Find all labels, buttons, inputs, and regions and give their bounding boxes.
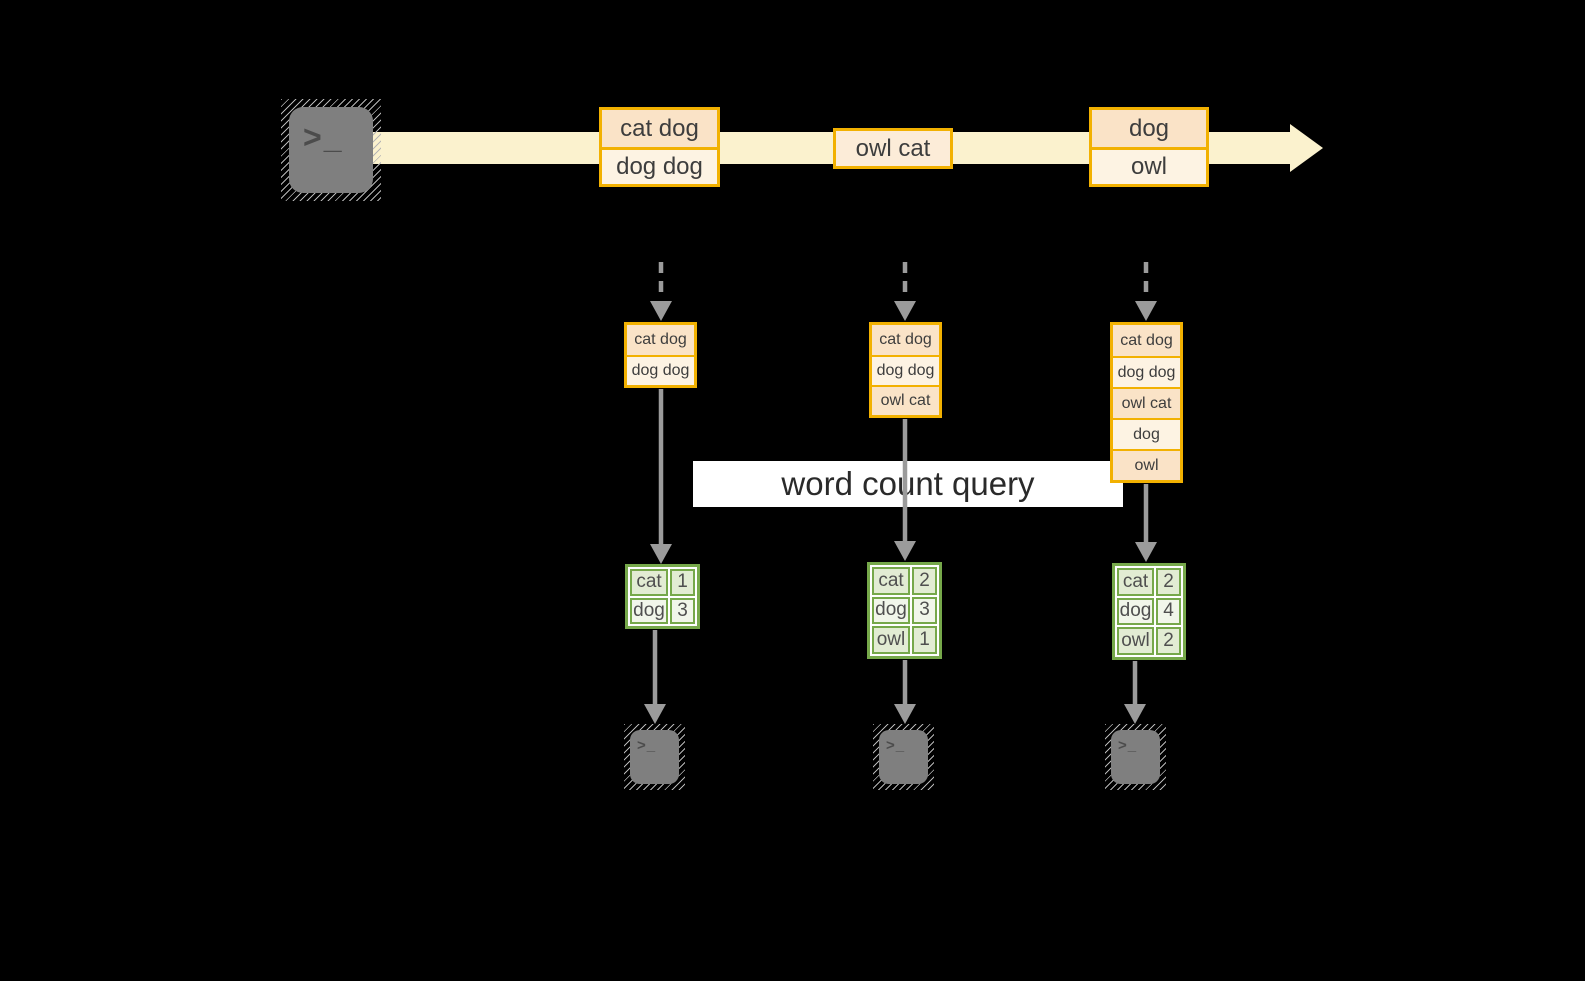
count-word-cell: dog: [1117, 597, 1154, 626]
terminal-prompt-icon: >_: [637, 737, 657, 754]
count-word-cell: cat: [1117, 568, 1154, 596]
stream-event-line: owl: [1092, 147, 1206, 184]
count-value-cell: 2: [1156, 627, 1181, 655]
count-value-cell: 2: [912, 567, 937, 595]
terminal-screen: >_: [630, 730, 679, 784]
buffer-row: dog dog: [872, 355, 939, 385]
stream-event-line: dog: [1092, 110, 1206, 147]
buffer-row: cat dog: [627, 325, 694, 355]
count-table-3: cat 2 dog 4 owl 2: [1112, 563, 1186, 660]
terminal-prompt-icon: >_: [886, 737, 906, 754]
stream-event-line: dog dog: [602, 147, 717, 184]
dashed-arrow-icon-2: [894, 262, 916, 321]
count-word-cell: cat: [872, 567, 910, 595]
buffer-stack-1: cat dog dog dog: [624, 322, 697, 388]
buffer-stack-2: cat dog dog dog owl cat: [869, 322, 942, 418]
buffer-row: dog dog: [627, 355, 694, 385]
dashed-arrow-icon-1: [650, 262, 672, 321]
count-value-cell: 3: [670, 597, 695, 624]
terminal-prompt-icon: >_: [303, 119, 344, 155]
buffer-row: dog dog: [1113, 356, 1180, 387]
sink-terminal-icon-3: >_: [1105, 724, 1166, 790]
buffer-row: dog: [1113, 418, 1180, 449]
query-label: word count query: [781, 465, 1035, 502]
stream-event-box-2: owl cat: [833, 128, 953, 169]
terminal-screen: >_: [1111, 730, 1160, 784]
count-table-2: cat 2 dog 3 owl 1: [867, 562, 942, 659]
stream-event-box-3: dog owl: [1089, 107, 1209, 187]
count-value-cell: 1: [670, 569, 695, 596]
source-terminal-icon: >_: [281, 99, 381, 201]
count-word-cell: dog: [872, 596, 910, 625]
buffer-row: cat dog: [872, 325, 939, 355]
buffer-row: owl cat: [1113, 387, 1180, 418]
sink-arrow-icon-2: [894, 660, 916, 724]
count-value-cell: 3: [912, 596, 937, 625]
sink-terminal-icon-1: >_: [624, 724, 685, 790]
count-word-cell: owl: [872, 626, 910, 654]
stream-event-line: cat dog: [602, 110, 717, 147]
buffer-row: owl cat: [872, 385, 939, 415]
count-value-cell: 2: [1156, 568, 1181, 596]
query-banner: word count query: [693, 461, 1123, 507]
count-value-cell: 4: [1156, 597, 1181, 626]
terminal-prompt-icon: >_: [1118, 737, 1138, 754]
sink-arrow-icon-3: [1124, 661, 1146, 724]
query-arrow-icon-3: [1135, 484, 1157, 562]
sink-terminal-icon-2: >_: [873, 724, 934, 790]
stream-event-box-1: cat dog dog dog: [599, 107, 720, 187]
count-word-cell: cat: [630, 569, 668, 596]
count-word-cell: owl: [1117, 627, 1154, 655]
count-value-cell: 1: [912, 626, 937, 654]
count-table-1: cat 1 dog 3: [625, 564, 700, 629]
query-arrow-icon-1: [650, 389, 672, 564]
buffer-row: owl: [1113, 449, 1180, 480]
dashed-arrow-icon-3: [1135, 262, 1157, 321]
terminal-screen: >_: [879, 730, 928, 784]
terminal-screen: >_: [289, 107, 373, 193]
buffer-stack-3: cat dog dog dog owl cat dog owl: [1110, 322, 1183, 483]
count-word-cell: dog: [630, 597, 668, 624]
stream-event-line: owl cat: [836, 131, 950, 166]
stream-arrowhead-icon: [1290, 124, 1323, 172]
buffer-row: cat dog: [1113, 325, 1180, 356]
sink-arrow-icon-1: [644, 630, 666, 724]
